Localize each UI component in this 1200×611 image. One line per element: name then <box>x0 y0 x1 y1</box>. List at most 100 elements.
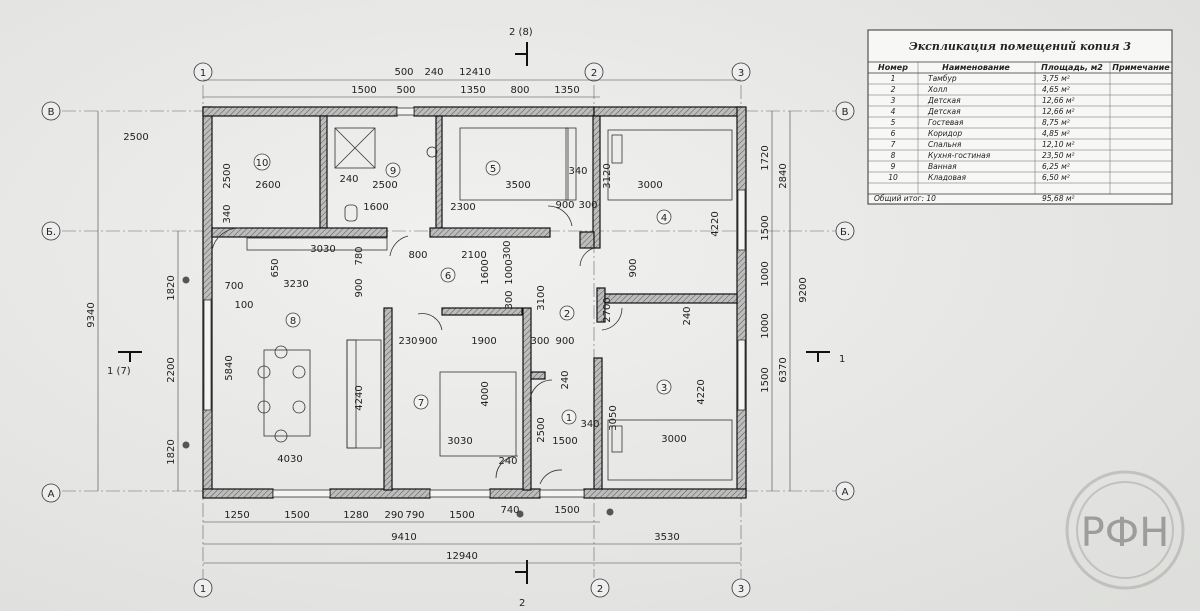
section-marks <box>118 42 830 584</box>
dim-top: 800 <box>510 85 529 96</box>
room-number-5: 5 <box>490 164 496 175</box>
dim-inner: 3000 <box>661 434 686 445</box>
dim-bottom: 740 <box>500 505 519 516</box>
watermark-text: РФН <box>1081 510 1170 556</box>
dim-inner: 900 <box>418 336 437 347</box>
dim-inner: 340 <box>568 166 587 177</box>
svg-text:6: 6 <box>891 129 896 138</box>
dim-bottom-overall: 12940 <box>446 551 478 562</box>
dim-inner: 3030 <box>447 436 472 447</box>
dim-right-total: 9200 <box>798 277 809 302</box>
section-mark-right: 1 <box>839 354 845 365</box>
axis-label-2-top: 2 <box>591 68 597 79</box>
table-row: 7 Спальня 12,10 м² <box>891 140 1075 149</box>
axis-label-b-left: Б. <box>46 227 56 238</box>
wall-bedroom-vestibule <box>522 307 532 491</box>
dim-inner: 4220 <box>696 379 707 404</box>
room-number-circles <box>253 153 672 425</box>
axis-label-2-bottom: 2 <box>597 584 603 595</box>
bedroom-bed <box>439 371 517 457</box>
dim-inner: 300 <box>578 200 597 211</box>
axis-label-1-bottom: 1 <box>200 584 206 595</box>
dim-inner: 3120 <box>602 163 613 188</box>
svg-text:7: 7 <box>891 140 896 149</box>
room-number-1: 1 <box>566 413 572 424</box>
svg-text:Детская: Детская <box>927 107 961 116</box>
dim-inner: 4240 <box>354 385 365 410</box>
dim-inner: 300 <box>530 336 549 347</box>
room-number-9: 9 <box>390 166 396 177</box>
wall-row-b-left <box>211 227 388 238</box>
svg-text:Тамбур: Тамбур <box>928 74 957 83</box>
wall-vestibule-nib <box>530 371 546 380</box>
dim-inner: 1000 <box>504 259 515 284</box>
svg-text:Спальня: Спальня <box>928 140 962 149</box>
dimension-lines <box>97 79 791 564</box>
dim-inner: 650 <box>270 258 281 277</box>
bed-room-3 <box>607 419 733 481</box>
wall-child-rooms <box>604 293 738 304</box>
dim-top: 500 <box>396 85 415 96</box>
svg-text:12,10 м²: 12,10 м² <box>1042 140 1075 149</box>
wall-axis-2-nib <box>579 231 595 249</box>
radiators <box>182 276 614 518</box>
dim-inner: 780 <box>354 246 365 265</box>
dim-left: 1820 <box>166 275 177 300</box>
table-header-number: Номер <box>878 63 908 72</box>
dim-inner: 900 <box>555 336 574 347</box>
room-number-3: 3 <box>661 383 667 394</box>
bed-room-4 <box>607 129 733 201</box>
table-title: Экспликация помещений копия 3 <box>909 40 1131 53</box>
dim-inner: 2600 <box>255 180 280 191</box>
dim-right: 6370 <box>778 357 789 382</box>
svg-text:Ванная: Ванная <box>928 162 957 171</box>
svg-text:Гостевая: Гостевая <box>928 118 964 127</box>
wall-bath-guest <box>435 115 443 233</box>
dim-inner: 2500 <box>536 417 547 442</box>
dim-inner: 3500 <box>505 180 530 191</box>
dim-inner: 3050 <box>608 405 619 430</box>
svg-text:Кухня-гостиная: Кухня-гостиная <box>928 151 991 160</box>
wall-axis-2-top <box>592 115 601 249</box>
table-total-label: Общий итог: 10 <box>874 194 936 203</box>
dim-inner: 4220 <box>710 211 721 236</box>
svg-text:Холл: Холл <box>927 85 948 94</box>
axis-label-v-right: В <box>842 107 849 118</box>
svg-text:4,85 м²: 4,85 м² <box>1042 129 1070 138</box>
dim-bottom-total-right: 3530 <box>654 532 679 543</box>
room-number-7: 7 <box>418 398 424 409</box>
wall-storage-bath <box>319 115 328 229</box>
svg-text:9: 9 <box>891 162 896 171</box>
dim-right: 1000 <box>760 313 771 338</box>
dim-left: 1820 <box>166 439 177 464</box>
svg-text:4: 4 <box>891 107 896 116</box>
guest-bed <box>459 127 569 201</box>
dim-right: 1720 <box>760 145 771 170</box>
wall-axis-2-mid <box>596 287 606 323</box>
dim-top: 240 <box>424 67 443 78</box>
axis-label-1-top: 1 <box>200 68 206 79</box>
dim-inner: 1500 <box>552 436 577 447</box>
dim-top: 500 <box>394 67 413 78</box>
dim-inner: 900 <box>354 278 365 297</box>
outer-wall-top-mid <box>413 106 595 117</box>
svg-text:6,50 м²: 6,50 м² <box>1042 173 1070 182</box>
dim-bottom: 290 <box>384 510 403 521</box>
outer-wall-bottom-b <box>329 488 431 499</box>
dim-inner: 340 <box>222 204 233 223</box>
room-number-8: 8 <box>290 316 296 327</box>
explication-table: Экспликация помещений копия 3 Номер Наим… <box>867 29 1173 205</box>
dim-inner: 100 <box>234 300 253 311</box>
dim-inner: 1600 <box>480 259 491 284</box>
dim-top: 1350 <box>554 85 579 96</box>
dim-top: 12410 <box>459 67 491 78</box>
room-number-6: 6 <box>445 271 451 282</box>
dim-bottom-total-left: 9410 <box>391 532 416 543</box>
outer-wall-top-right <box>593 106 742 117</box>
section-mark-bottom: 2 <box>519 598 525 609</box>
